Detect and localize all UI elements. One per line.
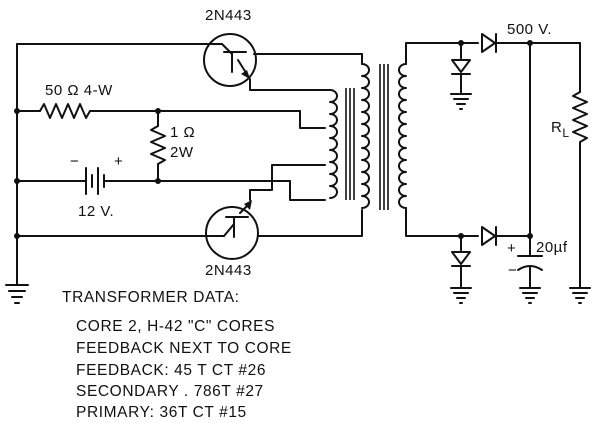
ground-symbol-left bbox=[5, 284, 29, 304]
rectifier-top bbox=[450, 33, 581, 110]
transformer-wiring bbox=[249, 53, 363, 237]
load-resistor bbox=[569, 42, 591, 304]
transistor-q2 bbox=[16, 200, 259, 260]
q1-label: 2N443 bbox=[205, 7, 252, 24]
transformer-data-heading: TRANSFORMER DATA: bbox=[62, 289, 240, 306]
battery-12v bbox=[16, 167, 291, 195]
transformer-data-line: FEEDBACK NEXT TO CORE bbox=[76, 340, 292, 357]
r2-power-label: 2W bbox=[170, 144, 194, 161]
transformer-data-notes: TRANSFORMER DATA: CORE 2, H-42 "C" CORES… bbox=[62, 289, 292, 421]
capacitor-20uf bbox=[517, 42, 543, 304]
left-rail bbox=[14, 43, 20, 286]
transformer-data-line: SECONDARY . 786T #27 bbox=[76, 383, 264, 400]
transformer-primary-winding bbox=[361, 63, 370, 209]
rectifier-bottom bbox=[450, 226, 531, 304]
transistor-q1 bbox=[16, 33, 257, 87]
capacitor-label: 20µf bbox=[536, 239, 568, 256]
transformer-core bbox=[345, 64, 389, 210]
output-voltage-label: 500 V. bbox=[507, 21, 552, 38]
transformer-data-line: CORE 2, H-42 "C" CORES bbox=[76, 318, 275, 335]
transformer-data-line: FEEDBACK: 45 T CT #26 bbox=[76, 362, 266, 379]
r2-value-label: 1 Ω bbox=[170, 124, 195, 141]
battery-label: 12 V. bbox=[78, 203, 114, 220]
transformer-secondary-winding bbox=[398, 42, 479, 237]
transformer-data-line: PRIMARY: 36T CT #15 bbox=[76, 404, 247, 421]
resistor-1-ohm bbox=[150, 110, 166, 184]
transformer-feedback-winding bbox=[329, 89, 338, 199]
q2-label: 2N443 bbox=[205, 262, 252, 279]
battery-plus-sign: + bbox=[114, 153, 123, 170]
capacitor-minus-sign: − bbox=[508, 262, 517, 279]
battery-minus-sign: − bbox=[70, 153, 79, 170]
load-label: RL bbox=[551, 119, 570, 140]
capacitor-plus-sign: + bbox=[507, 240, 516, 257]
r1-label: 50 Ω 4-W bbox=[45, 82, 113, 99]
